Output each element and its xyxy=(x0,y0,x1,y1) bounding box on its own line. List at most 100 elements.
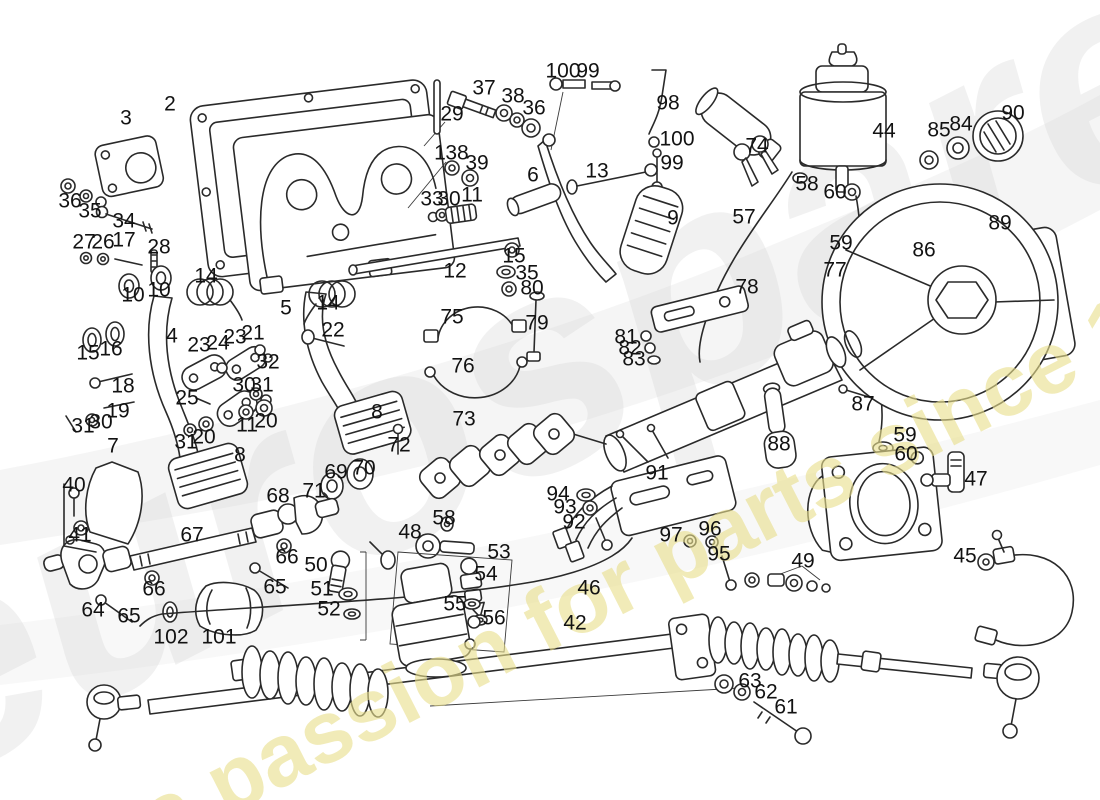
part-number-label: 65 xyxy=(263,575,287,599)
part-number-label: 67 xyxy=(180,523,204,547)
part-number-label: 93 xyxy=(553,495,577,519)
part-number-label: 27 xyxy=(72,230,96,254)
part-number-label: 71 xyxy=(302,479,326,503)
part-number-label: 17 xyxy=(112,228,136,252)
part-number-label: 16 xyxy=(99,337,123,361)
part-number-label: 5 xyxy=(280,296,292,320)
part-number-label: 94 xyxy=(546,482,570,506)
part-number-label: 66 xyxy=(275,545,299,569)
part-number-label: 15 xyxy=(502,244,526,268)
part-number-label: 47 xyxy=(964,467,988,491)
intermediate-shaft xyxy=(129,527,257,571)
part-number-label: 88 xyxy=(767,432,791,456)
fasteners-92-97 xyxy=(576,488,737,591)
column-clamp-saddles xyxy=(423,291,545,399)
part-number-label: 85 xyxy=(927,118,951,142)
part-number-label: 11 xyxy=(461,183,483,207)
fittings-50-52 xyxy=(327,550,367,641)
column-switch-bracket xyxy=(552,423,737,563)
part-number-label: 59 xyxy=(893,423,917,447)
part-number-label: 92 xyxy=(562,510,586,534)
fittings-49 xyxy=(744,565,831,593)
fluid-reservoir xyxy=(792,43,887,201)
part-number-label: 60 xyxy=(894,442,918,466)
part-number-label: 38 xyxy=(501,84,525,108)
part-number-label: 33 xyxy=(420,187,444,211)
part-number-label: 11 xyxy=(236,413,258,437)
part-number-label: 36 xyxy=(522,96,546,120)
part-number-label: 59 xyxy=(829,231,853,255)
part-number-label: 66 xyxy=(142,577,166,601)
part-number-label: 79 xyxy=(525,311,549,335)
part-number-label: 57 xyxy=(732,205,756,229)
part-number-label: 44 xyxy=(872,119,896,143)
part-number-label: 24 xyxy=(206,331,230,355)
part-number-label: 58 xyxy=(795,172,819,196)
part-number-label: 4 xyxy=(166,324,178,348)
part-number-label: 84 xyxy=(949,112,973,136)
part-number-label: 35 xyxy=(78,199,102,223)
part-number-label: 55 xyxy=(443,592,467,616)
part-number-label: 30 xyxy=(89,410,113,434)
part-number-label: 89 xyxy=(988,211,1012,235)
part-number-label: 28 xyxy=(147,235,171,259)
part-number-label: 9 xyxy=(667,206,679,230)
part-number-label: 86 xyxy=(912,238,936,262)
part-number-label: 91 xyxy=(645,461,669,485)
part-number-label: 29 xyxy=(440,102,464,126)
shaft-fasteners xyxy=(95,538,292,623)
part-number-label: 19 xyxy=(106,399,130,423)
part-number-label: 42 xyxy=(563,611,587,635)
rack-bolt-set xyxy=(714,674,812,745)
part-number-label: 51 xyxy=(310,577,334,601)
fluid-pipe-46 xyxy=(139,537,633,627)
part-number-label: 76 xyxy=(451,354,475,378)
flex-coupling-stack xyxy=(309,412,607,511)
part-number-label: 21 xyxy=(241,321,265,345)
part-number-label: 52 xyxy=(317,597,341,621)
part-number-label: 98 xyxy=(656,91,680,115)
part-number-label: 60 xyxy=(823,180,847,204)
part-number-label: 18 xyxy=(111,374,135,398)
part-number-label: 96 xyxy=(698,517,722,541)
part-number-label: 58 xyxy=(432,506,456,530)
part-number-label: 83 xyxy=(622,347,646,371)
part-number-label: 32 xyxy=(256,350,280,374)
part-number-label: 14 xyxy=(194,264,218,288)
part-number-label: 65 xyxy=(117,604,141,628)
part-number-label: 20 xyxy=(192,425,216,449)
pedal-stop xyxy=(63,461,143,553)
part-number-label: 34 xyxy=(112,209,136,233)
part-number-label: 23 xyxy=(187,333,211,357)
part-number-label: 100 xyxy=(545,59,581,83)
part-number-label: 7 xyxy=(107,434,119,458)
part-number-label: 101 xyxy=(201,625,237,649)
part-number-label: 10 xyxy=(121,283,145,307)
brake-pedal xyxy=(302,291,412,455)
part-number-label: 78 xyxy=(735,275,759,299)
part-number-label: 2 xyxy=(164,92,176,116)
part-number-label: 20 xyxy=(254,409,278,433)
part-number-label: 30 xyxy=(437,187,461,211)
part-number-label: 46 xyxy=(577,576,601,600)
part-number-label: 8 xyxy=(371,400,383,424)
part-number-label: 99 xyxy=(660,151,684,175)
part-number-label: 8 xyxy=(234,443,246,467)
steering-column xyxy=(603,319,873,473)
part-number-label: 82 xyxy=(618,336,642,360)
part-number-label: 64 xyxy=(81,598,105,622)
part-number-label: 99 xyxy=(576,59,600,83)
ignition-lock-keys xyxy=(695,87,782,187)
part-number-label: 68 xyxy=(266,484,290,508)
part-number-label: 15 xyxy=(76,341,100,365)
part-number-label: 75 xyxy=(440,305,464,329)
part-number-label: 50 xyxy=(304,553,328,577)
part-number-label: 26 xyxy=(91,230,115,254)
part-number-label: 48 xyxy=(398,520,422,544)
wheel-nut-washer xyxy=(919,136,970,170)
hose-45 xyxy=(974,529,1075,647)
part-number-label: 63 xyxy=(738,669,762,693)
part-number-label: 38 xyxy=(445,141,469,165)
